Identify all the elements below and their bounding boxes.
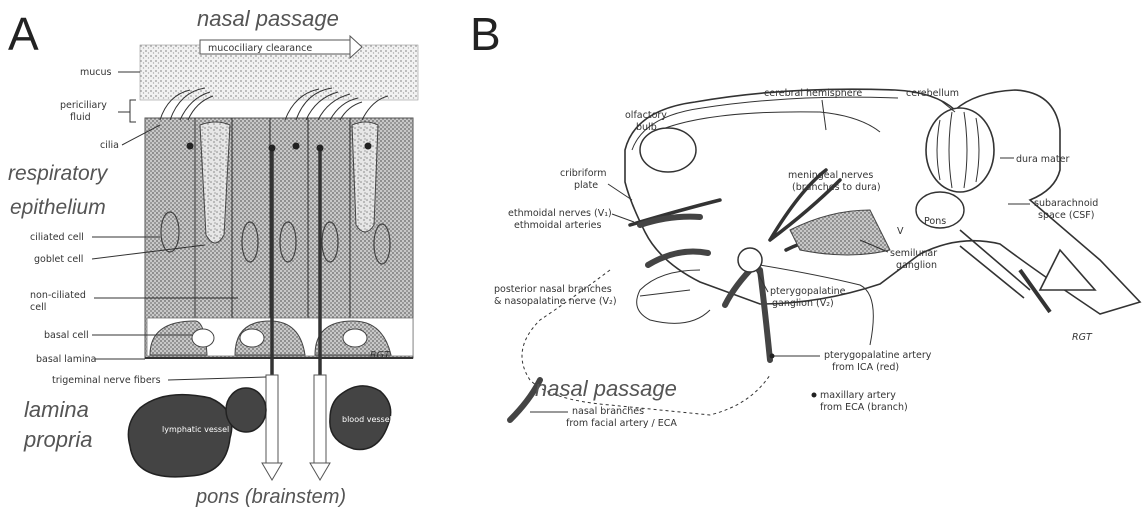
label-ciliated-cell: ciliated cell (30, 232, 84, 243)
panel-a: A nasal passage mucociliary clearance (8, 6, 418, 508)
label-cribriform-plate: plate (574, 180, 598, 191)
propria-title: propria (23, 427, 92, 452)
panel-a-letter: A (8, 8, 39, 60)
label-semilunar: semilunar (890, 248, 937, 259)
label-basal-lamina: basal lamina (36, 354, 96, 365)
label-ethmoidal-arteries: ethmoidal arteries (514, 220, 601, 231)
label-mucus: mucus (80, 67, 112, 78)
label-nasal-branches: nasal branches (572, 406, 644, 417)
panel-b: B n (470, 8, 1140, 429)
spinal-cord-cross (1040, 250, 1095, 290)
label-pterygopalatine-artery: pterygopalatine artery (824, 350, 932, 361)
lymphatic-vessel (128, 395, 231, 477)
label-posterior-nasal: posterior nasal branches (494, 284, 612, 295)
label-olfactory-bulb: bulb (636, 122, 657, 133)
small-vessel (226, 388, 266, 432)
label-nonciliated-cell: cell (30, 302, 46, 313)
label-goblet-cell: goblet cell (34, 254, 83, 265)
label-pterygopalatine-artery-source: from ICA (red) (832, 362, 899, 373)
pons-brainstem-title: pons (brainstem) (195, 486, 346, 508)
label-olfactory: olfactory (625, 110, 667, 121)
hemisphere-fold (660, 112, 880, 132)
olfactory-bulb (640, 128, 696, 172)
label-dura-mater: dura mater (1016, 154, 1069, 165)
label-subarachnoid: subarachnoid (1034, 198, 1098, 209)
label-meningeal-branches: (branches to dura) (792, 182, 881, 193)
goblet-cell-right (352, 122, 378, 232)
label-cerebellum: cerebellum (906, 88, 959, 99)
label-semilunar-ganglion: ganglion (896, 260, 937, 271)
semilunar-ganglion-shape (790, 210, 890, 255)
label-maxillary-artery-source: from ECA (branch) (820, 402, 908, 413)
label-pterygopalatine-ganglion: pterygopalatine (770, 286, 846, 297)
label-maxillary-artery: maxillary artery (820, 390, 896, 401)
label-v: V (897, 226, 904, 237)
panel-a-title-nasal-passage: nasal passage (197, 6, 339, 31)
label-periciliary: periciliary (60, 100, 107, 111)
lamina-title: lamina (24, 397, 89, 422)
mucociliary-label: mucociliary clearance (208, 43, 312, 54)
vessel-label-1: lymphatic vessel (162, 425, 229, 434)
label-basal-cell: basal cell (44, 330, 89, 341)
panel-b-nasal-passage: nasal passage (535, 376, 677, 401)
label-cribriform: cribriform (560, 168, 607, 179)
panel-b-signature: RGT (1072, 332, 1093, 343)
label-cerebral-hemisphere: cerebral hemisphere (764, 88, 862, 99)
cerebellum-shape (926, 108, 994, 192)
vessel-label-2: blood vessel (342, 415, 392, 424)
panel-b-letter: B (470, 8, 501, 60)
label-pons: Pons (924, 216, 946, 227)
respiratory-title: respiratory (8, 162, 109, 185)
label-periciliary-fluid: fluid (70, 112, 91, 123)
label-trigeminal-fibers: trigeminal nerve fibers (52, 375, 161, 386)
posterior-nasal-vessel (648, 252, 708, 266)
label-pterygopalatine-ganglion-v2: ganglion (V₂) (772, 298, 834, 309)
turbinate (637, 270, 710, 323)
label-nasal-branches-source: from facial artery / ECA (566, 418, 677, 429)
pterygopalatine-ganglion-shape (738, 248, 762, 272)
label-subarachnoid-space: space (CSF) (1038, 210, 1094, 221)
epithelium-title: epithelium (10, 196, 106, 219)
label-nasopalatine: & nasopalatine nerve (V₂) (494, 296, 617, 307)
pterygopalatine-artery-path (760, 270, 770, 360)
label-ethmoidal-nerves: ethmoidal nerves (V₁) (508, 208, 612, 219)
panel-a-signature: RGT (370, 350, 391, 361)
label-meningeal-nerves: meningeal nerves (788, 170, 873, 181)
label-nonciliated: non-ciliated (30, 290, 86, 301)
label-cilia: cilia (100, 140, 119, 151)
